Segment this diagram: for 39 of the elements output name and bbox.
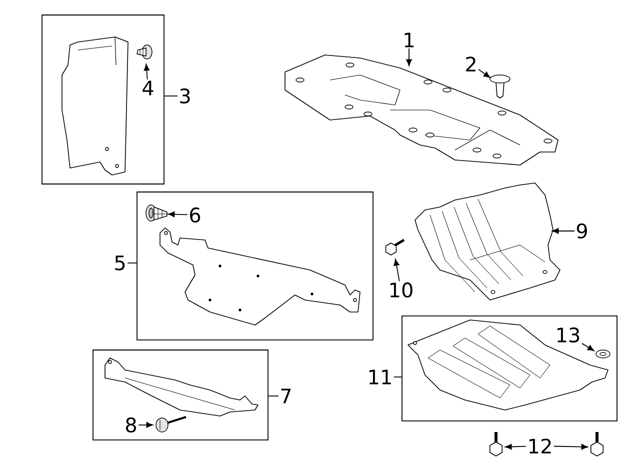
arrow — [394, 258, 400, 282]
callout-number: 5 — [115, 256, 125, 270]
callout-number: 7 — [281, 388, 291, 404]
clip-drawing — [136, 44, 152, 60]
arrow — [138, 422, 154, 428]
arrow — [406, 48, 412, 66]
leader-line — [393, 376, 402, 378]
screw-drawing — [156, 416, 186, 432]
leader-line — [127, 262, 137, 264]
clip-drawing — [490, 74, 510, 98]
bolt-drawing — [385, 238, 405, 256]
callout-number: 4 — [142, 80, 154, 96]
callout-number: 12 — [529, 438, 551, 454]
callout-number: 2 — [466, 56, 476, 72]
callout-number: 3 — [180, 88, 190, 104]
shield-drawing — [284, 54, 558, 166]
arrow — [552, 228, 575, 234]
bolt-drawing — [590, 432, 604, 456]
arrow — [168, 211, 188, 218]
callout-number: 8 — [126, 417, 136, 433]
callout-number: 1 — [404, 32, 414, 48]
washer-drawing — [596, 350, 610, 358]
deflector-drawing — [104, 358, 258, 416]
arrow — [581, 343, 594, 352]
panel-drawing — [62, 36, 128, 176]
callout-number: 9 — [576, 223, 587, 239]
deflector-drawing — [160, 228, 360, 326]
bolt-drawing — [490, 432, 502, 456]
arrow — [504, 444, 527, 450]
callout-number: 6 — [190, 207, 200, 223]
callout-number: 13 — [557, 327, 580, 343]
arrow — [478, 68, 490, 78]
callout-number: 10 — [390, 282, 412, 298]
arrow — [144, 64, 150, 80]
splash-shield-drawing — [414, 182, 560, 300]
clip-drawing — [146, 204, 168, 222]
callout-number: 11 — [369, 370, 391, 384]
skid-plate-drawing — [408, 320, 608, 410]
arrow — [553, 444, 588, 450]
